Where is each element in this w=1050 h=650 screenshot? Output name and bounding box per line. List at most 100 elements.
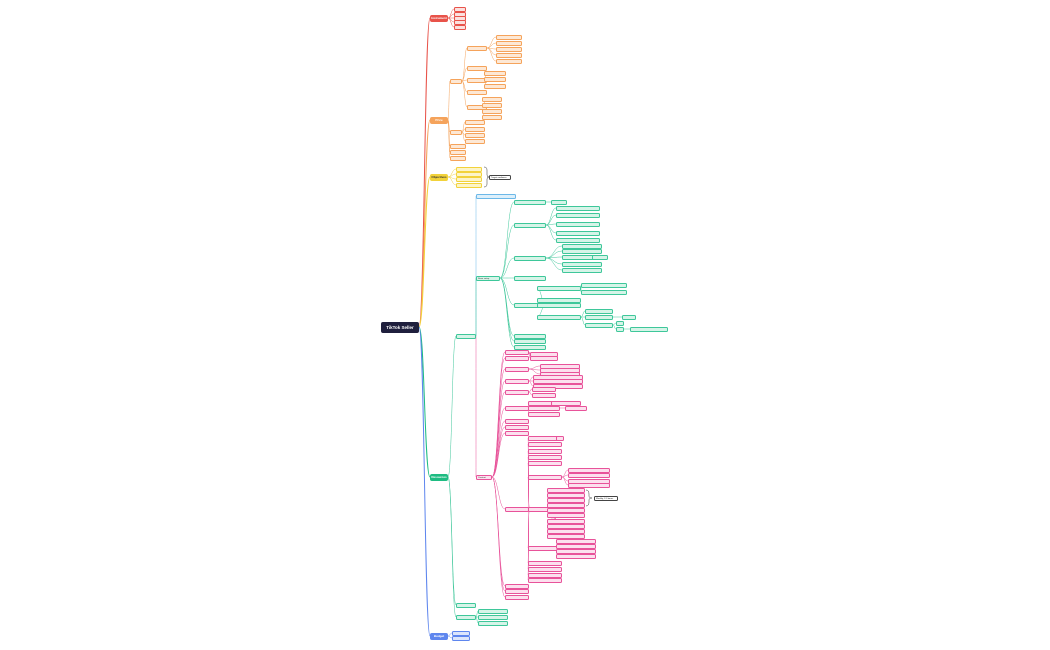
content-detail-node[interactable] [528,474,562,480]
price-extra-node[interactable] [450,143,466,149]
resource-extra-node[interactable] [478,620,508,626]
content-item-node[interactable] [505,418,529,424]
ops-detail-node[interactable] [556,221,600,227]
price-detail-node[interactable] [484,70,506,76]
ops-item-node[interactable] [514,344,546,350]
content-deep-node[interactable] [547,487,585,493]
price-detail-node[interactable] [482,108,502,114]
ops-detail-node[interactable] [562,248,602,254]
ops-leaf-node[interactable] [616,326,624,332]
content-detail-node[interactable] [528,454,562,460]
price-detail-node[interactable] [482,102,502,108]
content-detail-node[interactable] [528,560,562,566]
ops-detail-node[interactable] [537,302,581,308]
price-detail-node[interactable] [484,76,506,82]
content-deep-node[interactable] [568,467,610,473]
branch-objectives[interactable]: Objectives [430,173,448,181]
ops-detail-node[interactable] [556,237,600,243]
content-detail-node[interactable] [528,577,562,583]
ops-deep-node[interactable] [581,289,627,295]
content-deep-node[interactable] [547,497,585,503]
price-detail-node[interactable] [482,96,502,102]
objectives-summary[interactable]: Target audience [489,174,511,180]
instrument-item-node[interactable] [454,6,466,12]
branch-budget[interactable]: Budget [430,632,448,640]
price-detail-node[interactable] [496,40,522,46]
content-deep-node[interactable] [547,512,585,518]
resource-group-node[interactable] [456,333,476,339]
ops-deep-node[interactable] [581,282,627,288]
ops-deep-node[interactable] [585,308,613,314]
ops-leaf-node[interactable] [616,320,624,326]
instrument-item-node[interactable] [454,24,466,30]
content-item-node[interactable] [505,594,529,600]
resource-extra-node[interactable] [478,608,508,614]
ops-item-node[interactable] [514,333,546,339]
ops-detail-node[interactable] [556,230,600,236]
ops-detail-node[interactable] [556,205,600,211]
ops-detail-node[interactable] [551,199,567,205]
content-item-node[interactable] [505,430,529,436]
ops-detail-node[interactable] [537,314,581,320]
content-item-node[interactable] [505,349,529,355]
content-deep-node[interactable] [547,507,585,513]
ops-item-node[interactable] [514,222,546,228]
price-detail-node[interactable] [496,58,522,64]
ops-leaf-node[interactable] [622,314,636,320]
content-deep-node[interactable] [547,523,585,529]
content-detail-node[interactable] [532,392,556,398]
ops-item-node[interactable] [514,255,546,261]
content-deep-node[interactable] [556,548,596,554]
content-detail-node[interactable] [528,566,562,572]
content-deep-node[interactable] [547,533,585,539]
content-detail-node[interactable] [528,448,562,454]
content-detail-node[interactable] [528,441,562,447]
content-detail-node[interactable] [528,411,560,417]
content-deep-node[interactable] [568,482,610,488]
content-deep-node[interactable] [547,528,585,534]
content-deep-node[interactable] [556,538,596,544]
price-detail-node[interactable] [496,52,522,58]
price-group-node[interactable] [450,78,462,84]
content-detail-node[interactable] [530,355,558,361]
ops-detail-node[interactable] [537,297,581,303]
content-item-node[interactable] [505,355,529,361]
ops-deep-node[interactable] [592,254,608,260]
content-deep-node[interactable] [568,472,610,478]
content-item-node[interactable] [505,506,529,512]
content-detail-node[interactable] [533,383,583,389]
price-item-node[interactable] [467,45,487,51]
content-detail-node[interactable] [528,460,562,466]
price-detail-node[interactable] [484,83,506,89]
ops-detail-node[interactable] [562,243,602,249]
content-deep-node[interactable] [556,553,596,559]
budget-item-node[interactable] [452,630,470,636]
content-item-node[interactable] [505,424,529,430]
ops-detail-node[interactable] [562,267,602,273]
objective-item-node[interactable] [456,176,482,182]
content-detail-node[interactable] [532,386,556,392]
price-group-node[interactable] [450,129,462,135]
ops-item-node[interactable] [514,338,546,344]
objective-item-node[interactable] [456,182,482,188]
ops-leaf-node[interactable] [630,326,668,332]
price-detail-node[interactable] [496,46,522,52]
price-item-node[interactable] [465,138,485,144]
content-item-node[interactable] [505,366,529,372]
objective-item-node[interactable] [456,171,482,177]
content-deep-node[interactable] [565,405,587,411]
ops-deep-node[interactable] [585,314,613,320]
weekly-summary[interactable]: Weekly, 2-3 times [594,495,618,501]
branch-instrument[interactable]: Instrument [430,14,448,22]
ops-item-node[interactable] [514,199,546,205]
resource-group-node[interactable] [456,602,476,608]
ops-detail-node[interactable] [562,261,602,267]
price-item-node[interactable] [465,132,485,138]
instrument-item-node[interactable] [454,19,466,25]
content-detail-node[interactable] [528,405,560,411]
subbranch-ops[interactable]: Store setup [476,275,500,281]
price-detail-node[interactable] [496,34,522,40]
content-detail-node[interactable] [533,378,583,384]
content-deep-node[interactable] [556,543,596,549]
ops-detail-node[interactable] [556,212,600,218]
